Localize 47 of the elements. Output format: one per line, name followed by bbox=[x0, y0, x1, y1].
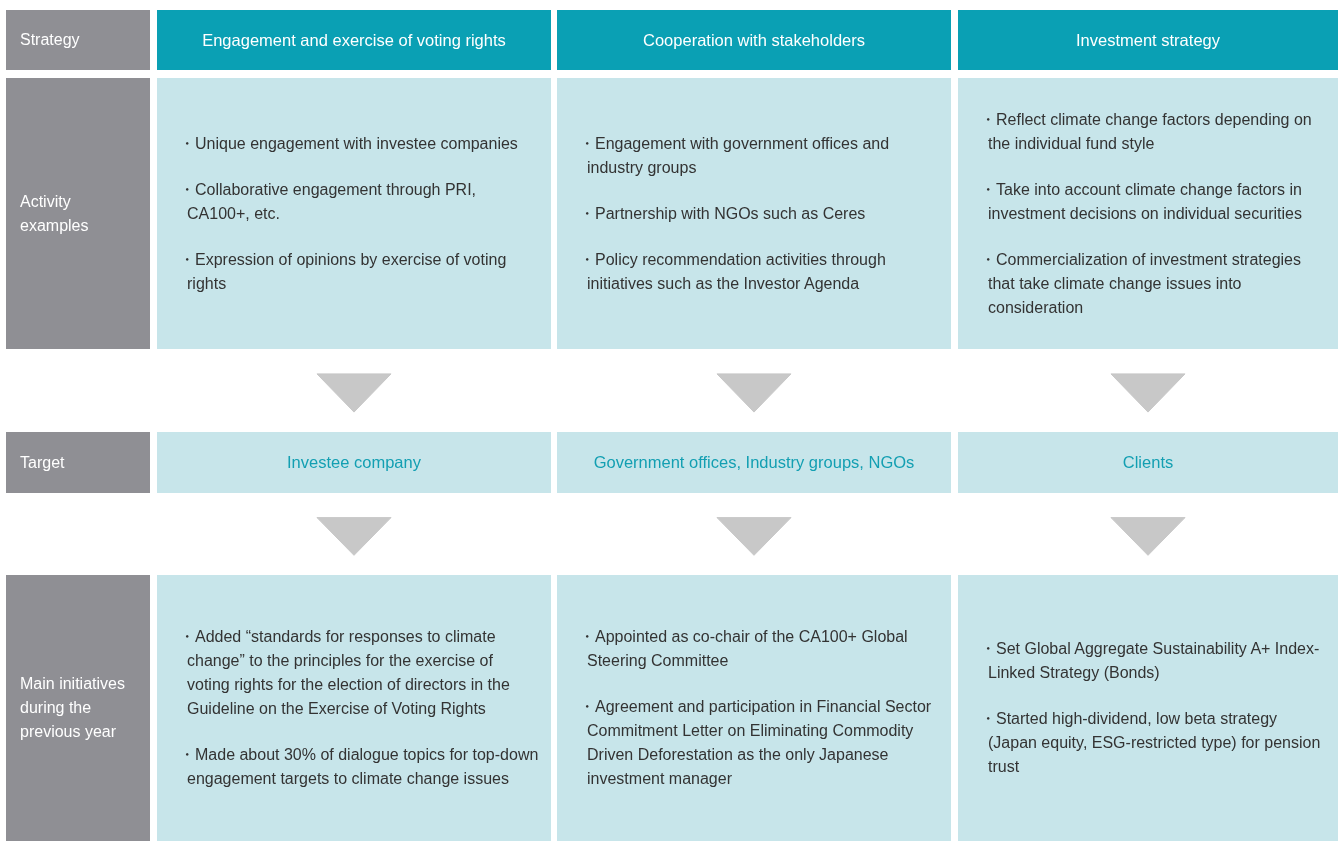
column-header bbox=[557, 10, 951, 70]
bullet-item: ・Policy recommendation activities through initiatives such as the Investor Agenda bbox=[579, 249, 887, 294]
content-panel bbox=[157, 575, 551, 841]
bullet-item: ・Expression of opinions by exercise of voting rights bbox=[179, 249, 508, 294]
target-label: Investee company bbox=[287, 453, 421, 472]
row-label: Main initiatives during the previous year bbox=[20, 674, 126, 742]
down-arrow bbox=[716, 373, 792, 413]
bullet-item: ・Made about 30% of dialogue topics for top-down engagement targets to climate change issues bbox=[179, 745, 539, 789]
content-panel bbox=[557, 78, 951, 349]
bullet-item: ・Partnership with NGOs such as Ceres bbox=[579, 203, 867, 224]
target-label: Government offices, Industry groups, NGOs bbox=[593, 453, 915, 472]
target-box bbox=[157, 432, 551, 493]
row-header bbox=[6, 575, 150, 841]
bullet-item: ・Added “standards for responses to climate change” to the principles for the exercise of voting rights for the election of directors in the Guideline on the Exercise of Voting Rights bbox=[179, 627, 511, 719]
content-panel bbox=[958, 575, 1338, 841]
column-header bbox=[958, 10, 1338, 70]
target-box bbox=[958, 432, 1338, 493]
bullet-item: ・Appointed as co-chair of the CA100+ Global Steering Committee bbox=[579, 627, 909, 671]
bullet-item: ・Engagement with government offices and industry groups bbox=[579, 133, 891, 178]
bullet-item: ・Commercialization of investment strategies that take climate change issues into consideration bbox=[980, 249, 1302, 318]
row-header bbox=[6, 10, 150, 70]
down-arrow bbox=[316, 517, 392, 556]
content-panel bbox=[557, 575, 951, 841]
bullet-item: ・Agreement and participation in Financial Sector Commitment Letter on Eliminating Commodity Driven Deforestation as the only Japanese investment manager bbox=[579, 697, 933, 789]
column-title: Cooperation with stakeholders bbox=[643, 30, 865, 50]
row-header bbox=[6, 432, 150, 493]
content-panel bbox=[958, 78, 1338, 349]
target-label: Clients bbox=[1122, 453, 1174, 472]
content-panel bbox=[157, 78, 551, 349]
column-header bbox=[157, 10, 551, 70]
down-arrow bbox=[316, 373, 392, 413]
row-label: Strategy bbox=[20, 30, 81, 50]
bullet-item: ・Set Global Aggregate Sustainability A+ Index-Linked Strategy (Bonds) bbox=[980, 639, 1321, 683]
bullet-item: ・Started high-dividend, low beta strategy (Japan equity, ESG-restricted type) for pension trust bbox=[980, 709, 1322, 777]
bullet-item: ・Collaborative engagement through PRI, CA100+, etc. bbox=[179, 179, 478, 224]
down-arrow bbox=[1110, 517, 1186, 556]
bullet-item: ・Unique engagement with investee companies bbox=[179, 133, 519, 154]
row-label: Target bbox=[20, 452, 66, 473]
column-title: Engagement and exercise of voting rights bbox=[202, 30, 506, 50]
row-header bbox=[6, 78, 150, 349]
down-arrow bbox=[716, 517, 792, 556]
target-box bbox=[557, 432, 951, 493]
row-label: Activity examples bbox=[20, 191, 90, 236]
column-title: Investment strategy bbox=[1076, 30, 1220, 50]
bullet-item: ・Take into account climate change factors in investment decisions on individual securities bbox=[980, 179, 1303, 224]
bullet-item: ・Reflect climate change factors depending on the individual fund style bbox=[980, 109, 1313, 154]
down-arrow bbox=[1110, 373, 1186, 413]
